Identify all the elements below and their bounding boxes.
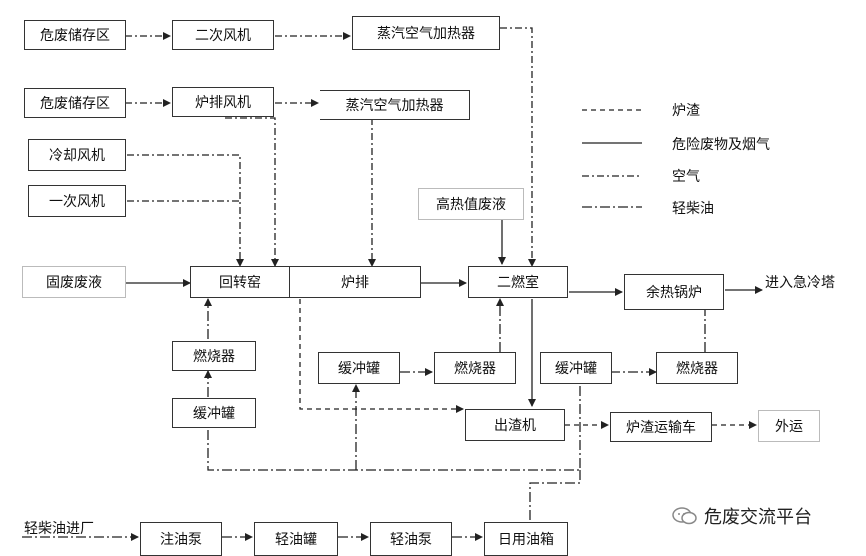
steam-air-heater-2: 蒸汽空气加热器 <box>320 90 470 120</box>
slag-extractor: 出渣机 <box>465 409 565 441</box>
hazardous-storage-2: 危废储存区 <box>24 88 126 118</box>
secondary-combustion-chamber: 二燃室 <box>468 266 568 298</box>
watermark: 危废交流平台 <box>672 503 812 529</box>
kiln-burner: 燃烧器 <box>172 341 256 371</box>
solid-waste-liquid: 固废废液 <box>22 266 126 298</box>
legend-air: 空气 <box>672 169 700 185</box>
chat-bubbles-icon <box>672 507 697 525</box>
buffer-tank-2: 缓冲罐 <box>318 352 400 384</box>
waste-heat-boiler: 余热锅炉 <box>624 274 724 310</box>
air-lines <box>125 27 536 267</box>
external-transport: 外运 <box>758 410 820 442</box>
grate-fan: 炉排风机 <box>172 87 274 117</box>
daily-oil-tank: 日用油箱 <box>484 522 568 556</box>
legend-waste-gas: 危险废物及烟气 <box>672 137 770 153</box>
hazardous-storage-1: 危废储存区 <box>24 20 126 50</box>
legend-samples <box>582 109 642 208</box>
secondary-fan: 二次风机 <box>172 20 274 50</box>
oil-injection-pump: 注油泵 <box>140 522 222 556</box>
kiln-buffer-tank: 缓冲罐 <box>172 398 256 428</box>
watermark-text: 危废交流平台 <box>704 507 812 528</box>
slag-lines <box>299 299 757 429</box>
grate: 炉排 <box>289 266 421 298</box>
diesel-inlet-label: 轻柴油进厂 <box>24 521 94 537</box>
cooling-fan: 冷却风机 <box>28 139 126 171</box>
high-heat-waste-liquid: 高热值废液 <box>418 188 524 220</box>
slag-truck: 炉渣运输车 <box>610 412 712 442</box>
light-oil-pump: 轻油泵 <box>370 522 452 556</box>
legend-slag: 炉渣 <box>672 103 700 119</box>
burner-2: 燃烧器 <box>434 352 516 384</box>
rotary-kiln: 回转窑 <box>190 266 290 298</box>
to-quench-tower-label: 进入急冷塔 <box>765 275 835 291</box>
primary-fan: 一次风机 <box>28 185 126 217</box>
diesel-lines <box>22 298 709 541</box>
buffer-tank-3: 缓冲罐 <box>540 352 612 384</box>
legend-diesel: 轻柴油 <box>672 201 714 217</box>
steam-air-heater-1: 蒸汽空气加热器 <box>352 16 500 50</box>
waste-lines <box>126 220 763 407</box>
light-oil-tank: 轻油罐 <box>254 522 338 556</box>
burner-3: 燃烧器 <box>656 352 738 384</box>
